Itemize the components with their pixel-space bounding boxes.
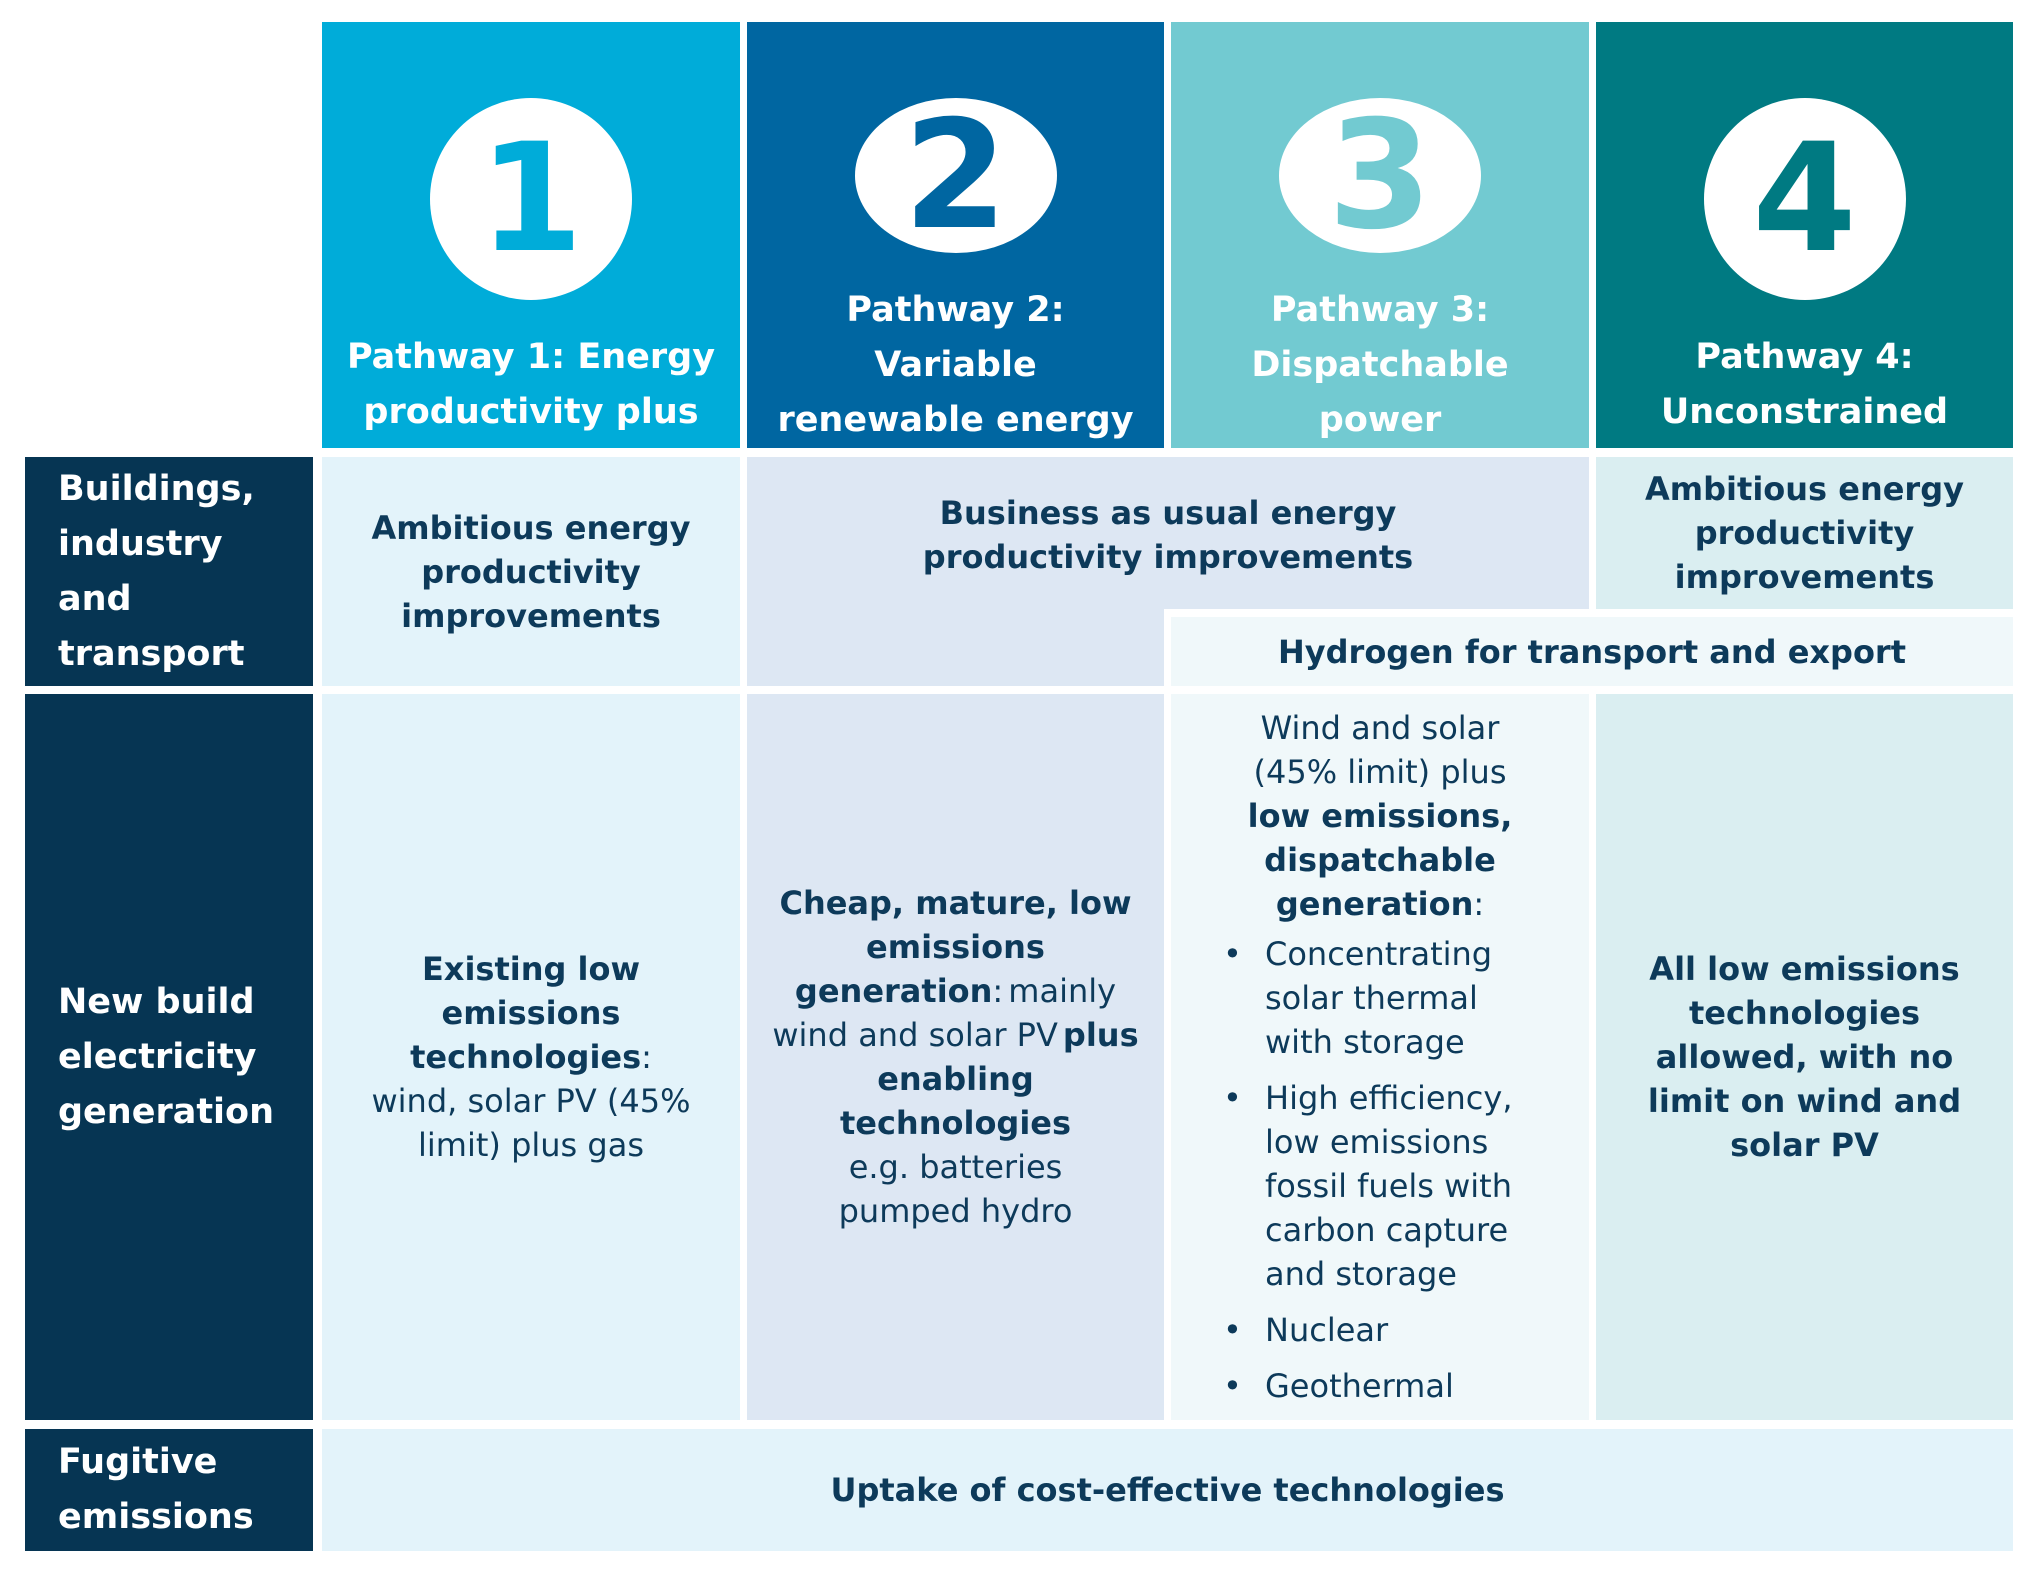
row-label-fugitive: Fugitive emissions	[25, 1429, 313, 1551]
pathway-2-title: Pathway 2: Variable renewable energy	[777, 290, 1134, 440]
buildings-pathway-4-cell: Ambitious energy productivity improvemen…	[1596, 457, 2013, 609]
bullet-text: Concentrating solar thermal with storage	[1265, 935, 1493, 1061]
electricity-pathway-1-content: Existing low emissions technologies: win…	[336, 947, 726, 1167]
buildings-pathway-1-text: Ambitious energy productivity improvemen…	[371, 508, 691, 635]
row-label-buildings: Buildings, industry and transport	[25, 457, 313, 686]
electricity-pathway-1-text: wind, solar PV (45% limit) plus gas	[371, 1082, 691, 1164]
bullet-item: • Concentrating solar thermal with storag…	[1215, 932, 1545, 1064]
pathway-3-title: Pathway 3: Dispatchable power	[1251, 290, 1509, 440]
pathway-1-header: 1 Pathway 1: Energy productivity plus	[322, 22, 740, 448]
buildings-pathway-4-text: Ambitious energy productivity improvemen…	[1645, 470, 1964, 596]
electricity-pathway-3-bullet-list: • Concentrating solar thermal with storag…	[1215, 932, 1545, 1420]
electricity-pathway-4-cell: All low emissions technologies allowed, …	[1596, 694, 2013, 1420]
electricity-pathway-3-intro-block: Wind and solar (45% limit) plus low emis…	[1240, 706, 1520, 926]
pathway-4-header: 4 Pathway 4: Unconstrained	[1596, 22, 2013, 448]
buildings-hydrogen-cell: Hydrogen for transport and export	[1171, 617, 2013, 686]
pathway-1-title: Pathway 1: Energy productivity plus	[346, 337, 716, 432]
row-label-buildings-text: Buildings, industry and transport	[58, 468, 255, 674]
electricity-pathway-2-colon: :	[992, 972, 1004, 1010]
buildings-bau-lower-block	[747, 609, 1164, 686]
bullet-item: • Nuclear	[1215, 1308, 1545, 1352]
bullet-text: Nuclear	[1265, 1311, 1389, 1349]
electricity-pathway-4-text: All low emissions technologies allowed, …	[1647, 950, 1962, 1164]
bullet-text: Geothermal	[1265, 1367, 1454, 1405]
row-label-electricity: New build electricity generation	[25, 694, 313, 1420]
bullet-dot-icon: •	[1223, 1367, 1242, 1405]
pathway-3-header: 3 Pathway 3: Dispatchable power	[1171, 22, 1589, 448]
buildings-bau-top-block: Business as usual energy productivity im…	[747, 457, 1589, 609]
electricity-pathway-2-text-2: e.g. batteries pumped hydro	[838, 1148, 1073, 1230]
fugitive-all-pathways-cell: Uptake of cost-effective technologies	[322, 1429, 2013, 1551]
electricity-pathway-3-cell: Wind and solar (45% limit) plus low emis…	[1171, 694, 1589, 1420]
electricity-pathway-1-cell: Existing low emissions technologies: win…	[322, 694, 740, 1420]
electricity-pathway-2-bold-1: Cheap, mature, low emissions generation	[779, 884, 1132, 1010]
row-label-electricity-text: New build electricity generation	[58, 981, 275, 1132]
electricity-pathway-3-colon: :	[1473, 885, 1485, 923]
electricity-pathway-3-bold: low emissions, dispatchable generation	[1247, 797, 1513, 923]
bullet-item: • Geothermal	[1215, 1364, 1545, 1408]
pathway-4-number-circle: 4	[1703, 98, 1906, 300]
bullet-item: • High efficiency, low emissions fossil f…	[1215, 1076, 1545, 1296]
buildings-hydrogen-text: Hydrogen for transport and export	[1277, 632, 1906, 671]
pathway-1-number-circle: 1	[430, 98, 632, 300]
fugitive-text: Uptake of cost-effective technologies	[830, 1471, 1505, 1509]
buildings-bau-text: Business as usual energy productivity im…	[922, 494, 1414, 576]
electricity-pathway-1-colon: :	[641, 1038, 652, 1076]
bullet-text: High efficiency, low emissions fossil fu…	[1265, 1079, 1513, 1293]
buildings-pathway-1-cell: Ambitious energy productivity improvemen…	[322, 457, 740, 686]
row-label-fugitive-text: Fugitive emissions	[58, 1442, 254, 1537]
bullet-dot-icon: •	[1223, 1079, 1242, 1117]
bullet-dot-icon: •	[1223, 935, 1242, 973]
bullet-dot-icon: •	[1223, 1311, 1242, 1349]
electricity-pathway-2-bold-2: plus enabling technologies	[839, 1016, 1139, 1142]
pathway-3-number-circle: 3	[1279, 98, 1481, 253]
electricity-pathway-2-cell: Cheap, mature, low emissions generation:…	[747, 694, 1164, 1420]
electricity-pathway-2-text-1: mainly wind and solar PV	[772, 972, 1117, 1054]
pathway-2-number-circle: 2	[854, 98, 1057, 253]
electricity-pathway-1-bold: Existing low emissions technologies	[410, 950, 642, 1076]
electricity-pathway-2-content: Cheap, mature, low emissions generation:…	[766, 881, 1146, 1233]
electricity-pathway-3-intro: Wind and solar (45% limit) plus	[1253, 709, 1507, 791]
pathway-4-title: Pathway 4: Unconstrained	[1660, 337, 1949, 432]
pathway-2-header: 2 Pathway 2: Variable renewable energy	[747, 22, 1164, 448]
